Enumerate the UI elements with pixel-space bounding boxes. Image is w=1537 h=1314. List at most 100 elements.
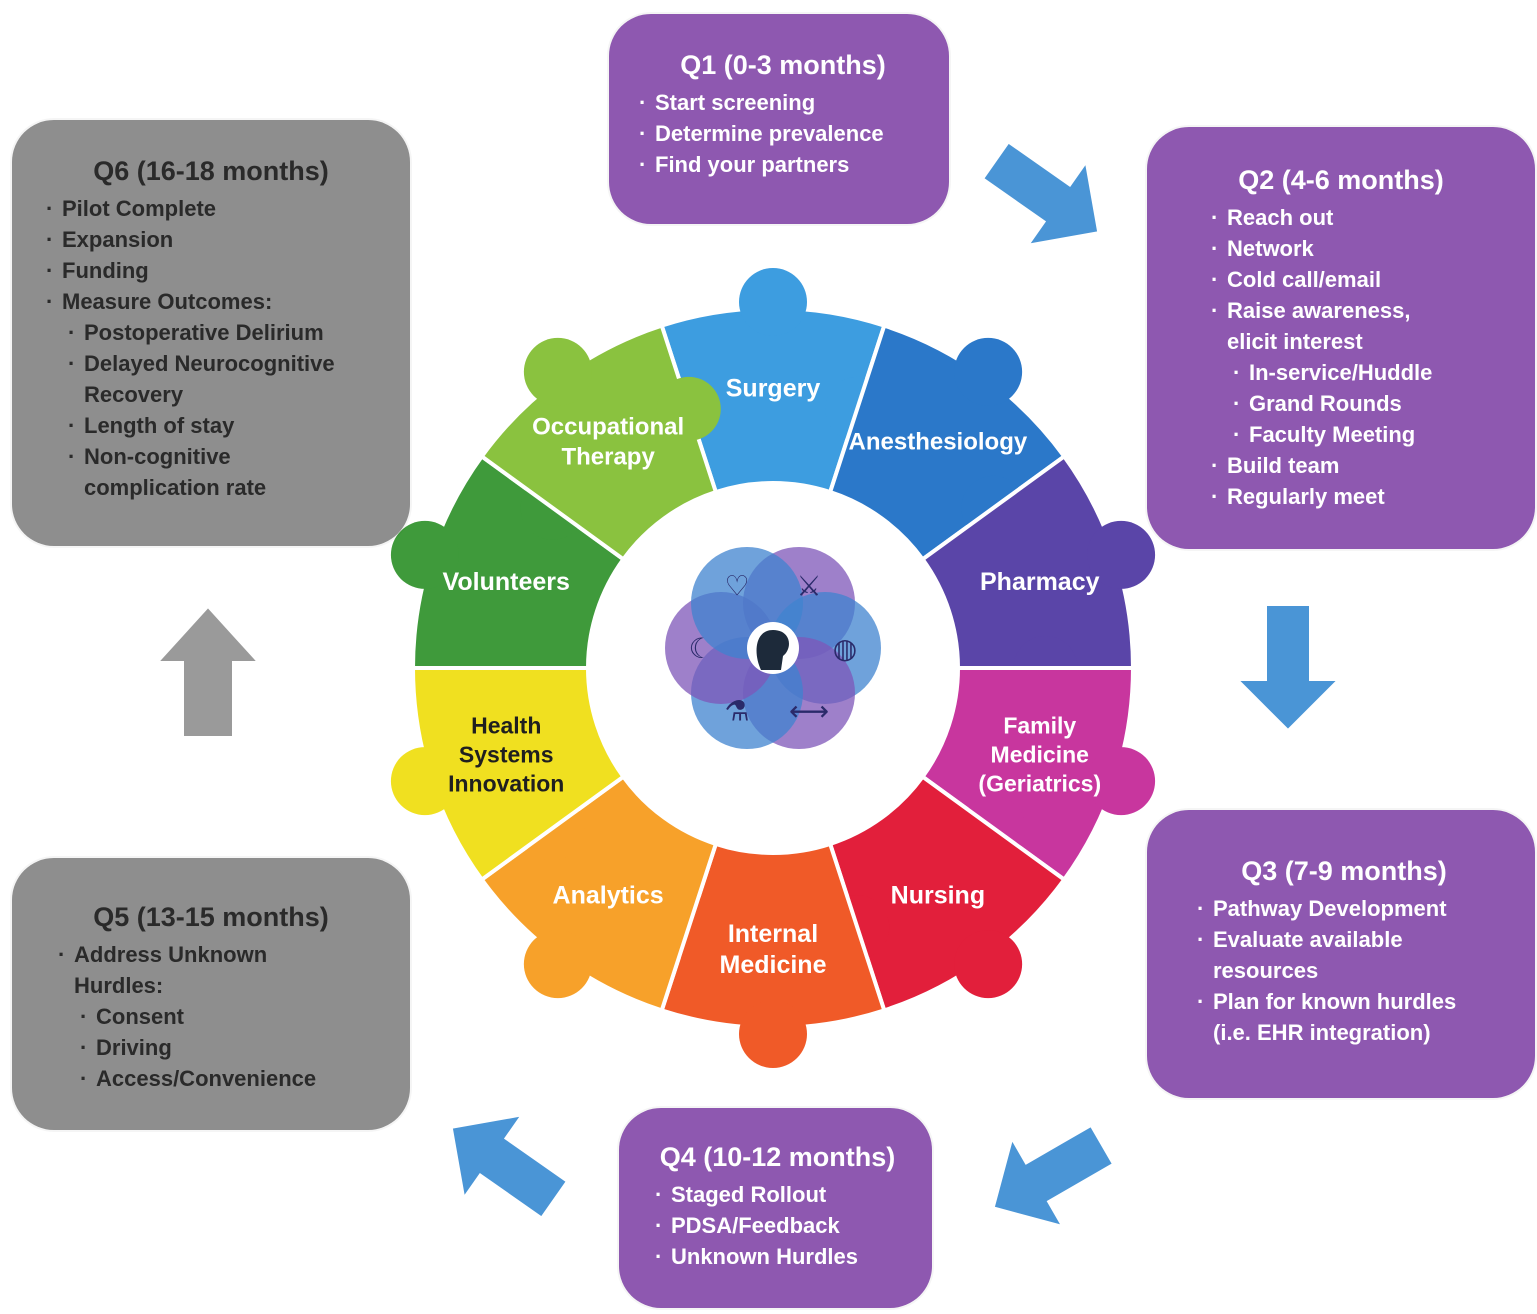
wheel-label: Internal: [728, 920, 818, 948]
phase-item: Build team: [1211, 450, 1515, 481]
wheel-label: Anesthesiology: [849, 428, 1028, 455]
wheel-label: Medicine: [991, 742, 1089, 768]
phase-list-q1: Start screeningDetermine prevalenceFind …: [639, 87, 927, 180]
puzzle-tab: [739, 1000, 807, 1068]
phase-list-q4: Staged RolloutPDSA/FeedbackUnknown Hurdl…: [655, 1179, 916, 1272]
phase-item-text: Delayed Neurocognitive: [84, 351, 335, 376]
phase-item: Plan for known hurdles(i.e. EHR integrat…: [1197, 986, 1521, 1048]
phase-item-continuation: resources: [1213, 958, 1319, 983]
wheel-label: Nursing: [891, 882, 985, 910]
phase-item: Postoperative Delirium: [46, 317, 396, 348]
phase-item: Non-cognitive complication rate: [46, 441, 396, 503]
phase-item: Measure Outcomes:: [46, 286, 396, 317]
phase-item: Pilot Complete: [46, 193, 396, 224]
phase-item-text: Determine prevalence: [655, 121, 884, 146]
puzzle-tab: [954, 930, 1023, 999]
wheel-label: Medicine: [720, 951, 827, 979]
phase-item-text: Consent: [96, 1004, 184, 1029]
exercise-icon: ⚔: [796, 570, 821, 603]
phase-item-text: Length of stay: [84, 413, 235, 438]
puzzle-tab: [390, 747, 459, 816]
puzzle-tab: [390, 520, 459, 589]
phase-item: Consent: [58, 1001, 394, 1032]
arrow-q1-to-q2-icon: [981, 141, 1100, 246]
puzzle-tab: [1087, 520, 1156, 589]
puzzle-tab: [523, 930, 592, 999]
phase-item: Determine prevalence: [639, 118, 927, 149]
sleep-icon: ☾: [688, 632, 713, 665]
wheel-label: Family: [1003, 713, 1076, 739]
phase-item: Reach out: [1211, 202, 1515, 233]
center-flower: ⚔◍⟷⚗☾♡: [665, 546, 881, 750]
puzzle-tab: [739, 268, 807, 336]
phase-item-text: Raise awareness,: [1227, 298, 1411, 323]
phase-item-text: PDSA/Feedback: [671, 1213, 840, 1238]
phase-item-continuation: complication rate: [84, 475, 267, 500]
phase-box-q5: Q5 (13-15 months) Address UnknownHurdles…: [12, 858, 410, 1130]
phase-item: Faculty Meeting: [1211, 419, 1515, 450]
heart-icon: ♡: [724, 570, 749, 603]
wheel-label: Surgery: [726, 374, 821, 402]
phase-item-text: Unknown Hurdles: [671, 1244, 859, 1269]
phase-item-text: Reach out: [1227, 205, 1334, 230]
phase-title-q4: Q4 (10-12 months): [659, 1142, 896, 1172]
phase-title-q3: Q3 (7-9 months): [1241, 856, 1447, 886]
arrow-q5-to-q6-icon: [155, 605, 261, 738]
phase-item: Start screening: [639, 87, 927, 118]
phase-box-q2: Q2 (4-6 months) Reach outNetworkCold cal…: [1147, 127, 1535, 549]
phase-item: Cold call/email: [1211, 264, 1515, 295]
phase-list-q3: Pathway DevelopmentEvaluate availableres…: [1197, 893, 1521, 1048]
phase-item: Raise awareness, elicit interest: [1211, 295, 1515, 357]
phase-item: Find your partners: [639, 149, 927, 180]
phase-item-text: Faculty Meeting: [1249, 422, 1416, 447]
phase-item: PDSA/Feedback: [655, 1210, 916, 1241]
phase-item-text: Access/Convenience: [96, 1066, 317, 1091]
puzzle-tab: [1087, 747, 1156, 816]
phase-box-q6: Q6 (16-18 months) Pilot CompleteExpansio…: [12, 120, 410, 546]
phase-item: Unknown Hurdles: [655, 1241, 916, 1272]
phase-item-text: Start screening: [655, 90, 816, 115]
phase-item-text: Measure Outcomes:: [62, 289, 273, 314]
wheel-label: Systems: [459, 742, 554, 768]
wheel-label: Occupational: [532, 413, 684, 440]
phase-item: In-service/Huddle: [1211, 357, 1515, 388]
phase-box-q1: Q1 (0-3 months) Start screeningDetermine…: [609, 14, 949, 224]
arrow-q3-to-q4-icon: [992, 1124, 1115, 1228]
phase-item-continuation: Recovery: [84, 382, 184, 407]
phase-item-continuation: elicit interest: [1227, 329, 1363, 354]
wheel-label: Volunteers: [443, 568, 570, 596]
phase-item-text: Address Unknown: [74, 942, 268, 967]
phase-item-text: Funding: [62, 258, 149, 283]
phase-item-continuation: (i.e. EHR integration): [1213, 1020, 1431, 1045]
phase-box-q4: Q4 (10-12 months) Staged RolloutPDSA/Fee…: [619, 1108, 932, 1308]
wheel-label: Innovation: [448, 771, 564, 797]
phase-item: Grand Rounds: [1211, 388, 1515, 419]
puzzle-tab: [954, 337, 1023, 406]
wheel-label: Pharmacy: [980, 568, 1100, 596]
puzzle-knob: [656, 376, 721, 441]
phase-item-text: Driving: [96, 1035, 172, 1060]
phase-list-q6: Pilot CompleteExpansionFundingMeasure Ou…: [46, 193, 396, 503]
phase-title-q2: Q2 (4-6 months): [1238, 165, 1444, 195]
wheel-label: Therapy: [561, 443, 655, 470]
phase-item-text: Staged Rollout: [671, 1182, 827, 1207]
phase-item-text: Grand Rounds: [1249, 391, 1402, 416]
phase-item-text: Find your partners: [655, 152, 850, 177]
dumbbell-icon: ⟷: [789, 694, 829, 727]
flow-arrows: [155, 141, 1341, 1228]
arrow-q4-to-q5-icon: [450, 1114, 569, 1219]
phase-item-continuation: Hurdles:: [74, 973, 164, 998]
puzzle-tab: [523, 337, 592, 406]
phase-item: Access/Convenience: [58, 1063, 394, 1094]
phase-item: Length of stay: [46, 410, 396, 441]
phase-box-q3: Q3 (7-9 months) Pathway DevelopmentEvalu…: [1147, 810, 1535, 1098]
phase-list-q2: Reach outNetworkCold call/emailRaise awa…: [1211, 202, 1515, 512]
phase-item-text: Non-cognitive: [84, 444, 231, 469]
phase-item-text: Postoperative Delirium: [84, 320, 324, 345]
phase-item-text: Cold call/email: [1227, 267, 1382, 292]
phase-item: Pathway Development: [1197, 893, 1521, 924]
wheel-label: Analytics: [553, 882, 664, 910]
phase-title-q1: Q1 (0-3 months): [680, 50, 886, 80]
phase-title-q6: Q6 (16-18 months): [93, 156, 329, 186]
